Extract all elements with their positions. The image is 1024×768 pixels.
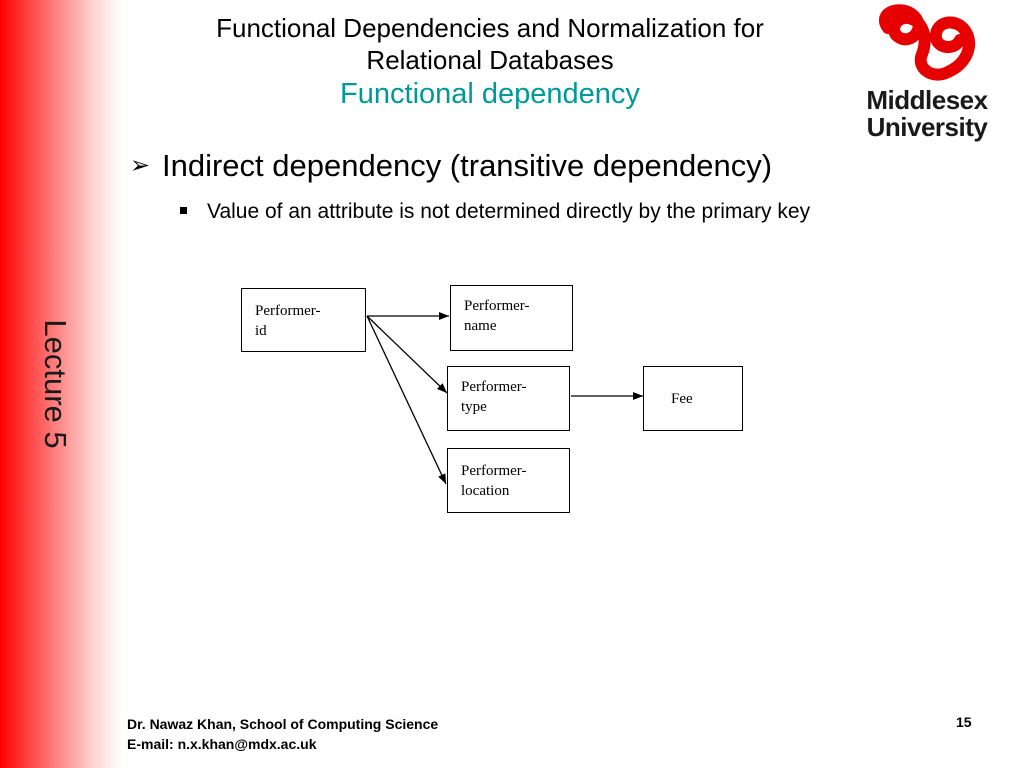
performer-type-box: Performer- type [447, 366, 570, 431]
university-logo: Middlesex University [862, 2, 992, 144]
arrow-id-to-location [366, 315, 447, 485]
sub-bullet-text: Value of an attribute is not determined … [207, 200, 811, 223]
main-bullet-text: Indirect dependency (transitive dependen… [162, 148, 773, 183]
fee-label: Fee [671, 391, 693, 407]
performer-location-box: Performer- location [447, 448, 570, 513]
side-band [0, 0, 122, 768]
performer-id-box: Performer- id [241, 288, 366, 352]
sub-bullet: Value of an attribute is not determined … [180, 200, 810, 224]
page-number: 15 [956, 714, 972, 730]
fee-box: Fee [643, 366, 743, 431]
logo-text-line-1: Middlesex [866, 85, 988, 115]
footer: Dr. Nawaz Khan, School of Computing Scie… [127, 714, 438, 754]
square-bullet-icon [180, 207, 187, 214]
title-line-2: Relational Databases [366, 45, 614, 75]
performer-id-label-2: id [255, 323, 267, 339]
arrow-bullet-icon: ➢ [130, 152, 151, 179]
logo-emblem-icon [879, 4, 976, 81]
main-bullet: ➢ Indirect dependency (transitive depende… [130, 148, 772, 184]
performer-name-label-2: name [464, 318, 497, 334]
arrow-id-to-type [366, 315, 448, 394]
performer-location-label-1: Performer- [461, 463, 527, 479]
title-line-1: Functional Dependencies and Normalizatio… [216, 13, 764, 43]
footer-email: E-mail: n.x.khan@mdx.ac.uk [127, 736, 317, 752]
performer-location-label-2: location [461, 483, 510, 499]
performer-name-label-1: Performer- [464, 298, 530, 314]
logo-text-line-2: University [866, 112, 988, 142]
slide-title: Functional Dependencies and Normalizatio… [150, 12, 830, 112]
performer-type-label-1: Performer- [461, 379, 527, 395]
performer-type-label-2: type [461, 399, 487, 415]
footer-author: Dr. Nawaz Khan, School of Computing Scie… [127, 716, 439, 732]
performer-id-label-1: Performer- [255, 303, 321, 319]
slide-subtitle: Functional dependency [340, 78, 640, 110]
performer-name-box: Performer- name [450, 285, 573, 351]
